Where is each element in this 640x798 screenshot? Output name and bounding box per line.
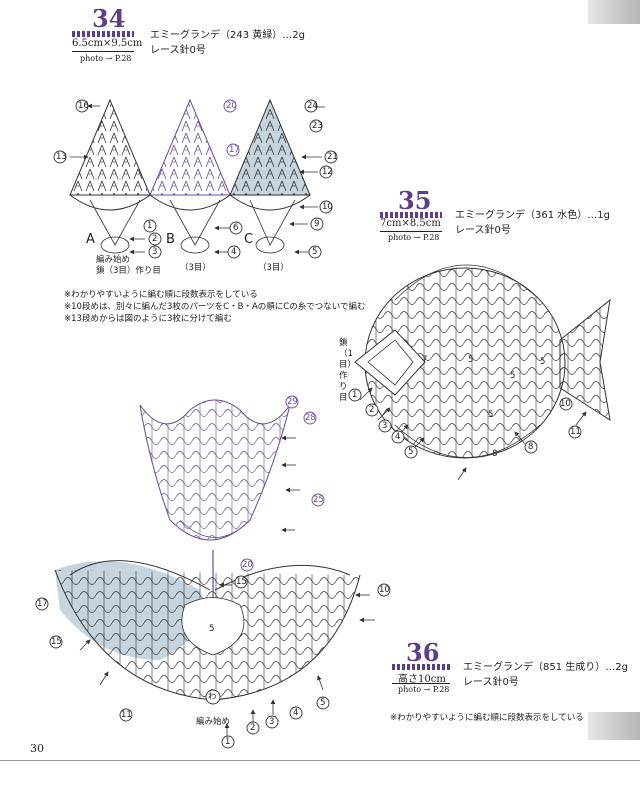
row-label: 2 bbox=[250, 723, 256, 733]
row-label: 4 bbox=[293, 708, 299, 718]
row-number-circles bbox=[35, 99, 582, 749]
chain-label: 鎖（1目）作り目 bbox=[339, 338, 353, 403]
row-label: 3 bbox=[269, 717, 275, 727]
row-label: 17 bbox=[37, 599, 48, 609]
yarn-spec: エミーグランデ（361 水色）…1g bbox=[455, 210, 610, 221]
row-label: 4 bbox=[395, 432, 401, 442]
photo-ref: photo → P.28 bbox=[80, 54, 132, 63]
note-line: ※13段めからは図のように3枚に分けて編む bbox=[64, 314, 232, 324]
stitch-count: 5 bbox=[209, 624, 215, 634]
chain-count-label: （3目） bbox=[258, 263, 289, 273]
row-label: 24 bbox=[307, 101, 318, 111]
hook-spec: レース針0号 bbox=[455, 225, 511, 236]
pattern-size: 6.5cm×9.5cm bbox=[72, 38, 143, 49]
row-label: 23 bbox=[312, 121, 323, 131]
row-label: 10 bbox=[560, 399, 571, 409]
note-line: ※10段めは、別々に編んだ3枚のパーツをC・B・Aの順にCの糸でつないで編む bbox=[64, 302, 366, 312]
hook-spec: レース針0号 bbox=[150, 45, 206, 56]
row-label: 29 bbox=[287, 397, 298, 407]
row-label: 1 bbox=[225, 737, 231, 747]
row-label: 28 bbox=[305, 413, 316, 423]
chain-count-label: （3目） bbox=[180, 263, 211, 273]
start-label: 編み始め bbox=[196, 717, 231, 727]
note-line: ※わかりやすいように編む順に段数表示をしている bbox=[390, 713, 584, 723]
stitch-count: 7 bbox=[422, 355, 428, 365]
row-label: 8 bbox=[528, 442, 534, 452]
title-bar bbox=[380, 212, 442, 218]
chain-label: 鎖（3目）作り目 bbox=[96, 266, 161, 276]
row-label: 16 bbox=[78, 101, 89, 111]
row-label: 17 bbox=[229, 145, 240, 155]
row-label: 12 bbox=[322, 167, 333, 177]
row-label: 2 bbox=[369, 405, 375, 415]
pattern-number: 34 bbox=[92, 4, 126, 33]
page-number: 30 bbox=[30, 742, 44, 755]
hook-spec: レース針0号 bbox=[463, 677, 519, 688]
row-label: 13 bbox=[56, 152, 67, 162]
row-label: 3 bbox=[152, 247, 158, 257]
row-label: 15 bbox=[51, 637, 62, 647]
yarn-spec: エミーグランデ（851 生成り）…2g bbox=[463, 662, 628, 673]
diagram-36 bbox=[54, 399, 375, 740]
row-label: 1 bbox=[147, 221, 153, 231]
part-label-c: C bbox=[244, 232, 254, 247]
photo-ref: photo → P.28 bbox=[398, 685, 450, 694]
stitch-count: 5 bbox=[488, 410, 494, 420]
row-label: 1 bbox=[352, 390, 358, 400]
stitch-count: 8 bbox=[492, 449, 498, 459]
diagram-35 bbox=[354, 264, 611, 481]
row-label: 11 bbox=[121, 710, 132, 720]
row-label: 20 bbox=[226, 101, 237, 111]
diagram-34 bbox=[69, 98, 325, 255]
row-label: 21 bbox=[327, 152, 338, 162]
pattern-number: 36 bbox=[406, 638, 440, 667]
title-bar bbox=[392, 664, 450, 670]
yarn-spec: エミーグランデ（243 黄緑）…2g bbox=[150, 30, 305, 41]
photo-ref: photo → P.28 bbox=[388, 233, 440, 242]
row-label: 5 bbox=[408, 447, 414, 457]
row-label: 3 bbox=[382, 421, 388, 431]
row-label: 9 bbox=[314, 219, 320, 229]
stitch-count: 5 bbox=[540, 357, 546, 367]
magic-ring-mark: わ bbox=[208, 692, 217, 702]
row-label: 10 bbox=[322, 202, 333, 212]
row-label: 5 bbox=[320, 698, 326, 708]
stitch-count: 5 bbox=[510, 371, 516, 381]
note-line: ※わかりやすいように編む順に段数表示をしている bbox=[64, 290, 258, 300]
divider bbox=[392, 683, 450, 684]
part-label-b: B bbox=[166, 232, 175, 247]
row-label: 5 bbox=[312, 247, 318, 257]
row-label: 4 bbox=[231, 247, 237, 257]
divider bbox=[72, 51, 134, 52]
stitch-count: 5 bbox=[468, 355, 474, 365]
row-label: 10 bbox=[379, 585, 390, 595]
row-label: 25 bbox=[313, 495, 324, 505]
page-corner-tab bbox=[588, 0, 640, 24]
row-label: 20 bbox=[242, 560, 253, 570]
row-label: 2 bbox=[152, 234, 158, 244]
divider bbox=[380, 231, 442, 232]
start-label: 編み始め bbox=[96, 255, 131, 265]
page-corner-tab bbox=[588, 712, 640, 740]
row-label: 15 bbox=[236, 577, 247, 587]
pattern-number: 35 bbox=[398, 186, 432, 215]
pattern-size: 7cm×8.5cm bbox=[380, 218, 441, 229]
pattern-size: 高さ10cm bbox=[398, 674, 446, 685]
page-rule bbox=[0, 760, 640, 761]
title-bar bbox=[72, 31, 134, 37]
row-label: 6 bbox=[233, 223, 239, 233]
row-label: 11 bbox=[570, 427, 581, 437]
part-label-a: A bbox=[86, 232, 95, 247]
